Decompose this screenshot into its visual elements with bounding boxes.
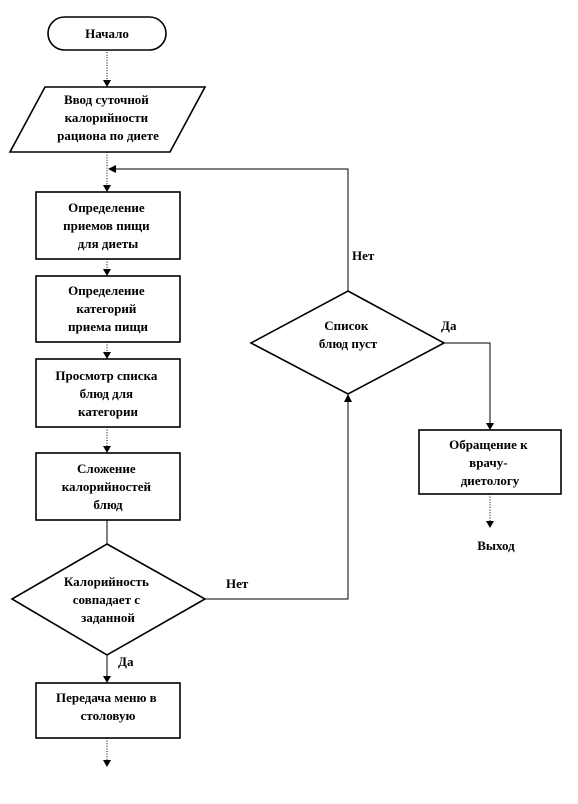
node-consult-line-2: врачу- <box>469 455 507 470</box>
node-input-line-1: Ввод суточной <box>64 92 149 107</box>
svg-text:Калорийность совпадает с: Калорийность совпадает с заданной <box>64 574 152 625</box>
edge-label-calories-no: Нет <box>226 576 249 591</box>
svg-text:Определение приемов пищи: Определение приемов пищи для диеты <box>63 200 153 251</box>
io-parallelogram-shape <box>8 86 207 153</box>
node-browse-line-1: Просмотр списка <box>55 368 157 383</box>
process-shape <box>35 275 181 343</box>
edge-label-empty-no: Нет <box>352 248 375 263</box>
terminator-shape <box>47 16 167 51</box>
svg-text:Просмотр списка блюд для: Просмотр списка блюд для категории <box>55 368 160 419</box>
process-shape <box>35 452 181 521</box>
node-meals: Определение приемов пищи для диеты <box>35 191 181 260</box>
arrowhead <box>344 394 352 402</box>
node-input: Ввод суточной калорийности рациона по ди… <box>8 86 207 153</box>
edge-empty-loop <box>113 168 349 291</box>
edge-empty-consult <box>444 342 491 427</box>
node-browse-line-3: категории <box>78 404 138 419</box>
node-categories-line-1: Определение <box>68 283 145 298</box>
connectors <box>103 52 494 767</box>
decision-diamond-shape <box>10 543 207 656</box>
node-consult-line-1: Обращение к <box>449 437 528 452</box>
node-browse: Просмотр списка блюд для категории <box>35 358 181 428</box>
arrowhead <box>103 352 111 359</box>
node-meals-line-3: для диеты <box>78 236 139 251</box>
node-sum-line-1: Сложение <box>77 461 136 476</box>
node-categories: Определение категорий приема пищи <box>35 275 181 343</box>
node-meals-line-1: Определение <box>68 200 145 215</box>
node-categories-line-2: категорий <box>76 301 136 316</box>
node-exit-line-1: Выход <box>477 538 515 553</box>
edge-label-calories-yes: Да <box>118 654 134 669</box>
arrowhead <box>103 676 111 683</box>
node-meals-line-2: приемов пищи <box>63 218 150 233</box>
node-check-calories: Калорийность совпадает с заданной <box>10 543 207 656</box>
node-input-line-3: рациона по диете <box>57 128 159 143</box>
node-categories-line-3: приема пищи <box>68 319 148 334</box>
svg-text:Ввод суточной калорийнос: Ввод суточной калорийности рациона по ди… <box>57 92 159 143</box>
node-start: Начало <box>47 16 167 51</box>
node-check-empty-line-1: Список <box>324 318 369 333</box>
node-consult-line-3: диетологу <box>461 473 520 488</box>
node-input-line-2: калорийности <box>65 110 149 125</box>
arrowhead <box>486 423 494 430</box>
decision-diamond-shape <box>249 290 446 395</box>
arrowhead <box>103 446 111 453</box>
node-check-calories-line-1: Калорийность <box>64 574 149 589</box>
node-sum-line-2: калорийностей <box>62 479 152 494</box>
arrowhead <box>108 165 116 173</box>
node-check-calories-line-3: заданной <box>81 610 135 625</box>
node-start-line-1: Начало <box>85 26 129 41</box>
svg-text:Обращение к врачу-: Обращение к врачу- диетологу <box>449 437 531 488</box>
edge-check-empty <box>205 400 349 600</box>
process-shape <box>418 429 562 495</box>
process-shape <box>35 191 181 260</box>
node-check-empty-line-2: блюд пуст <box>319 336 378 351</box>
node-sum: Сложение калорийностей блюд <box>35 452 181 521</box>
node-sum-line-3: блюд <box>93 497 123 512</box>
svg-text:Начало: Начало <box>85 26 129 41</box>
arrowhead <box>486 521 494 528</box>
arrowhead <box>103 185 111 192</box>
svg-text:Список блюд пуст: Список блюд пуст <box>319 318 378 351</box>
svg-text:Передача меню в столовую: Передача меню в столовую <box>56 690 160 723</box>
arrowhead <box>103 760 111 767</box>
node-browse-line-2: блюд для <box>80 386 133 401</box>
edge-labels: Нет Да Нет Да <box>118 248 457 669</box>
process-shape <box>35 358 181 428</box>
arrowhead <box>103 269 111 276</box>
process-shape <box>35 682 181 739</box>
svg-text:Определение категорий: Определение категорий приема пищи <box>68 283 148 334</box>
node-check-calories-line-2: совпадает с <box>73 592 140 607</box>
edge-label-empty-yes: Да <box>441 318 457 333</box>
node-consult: Обращение к врачу- диетологу <box>418 429 562 495</box>
svg-text:Сложение калорийностей: Сложение калорийностей блюд <box>62 461 155 512</box>
svg-text:Выход: Выход <box>477 538 515 553</box>
arrowhead <box>103 80 111 87</box>
node-exit: Выход <box>477 538 515 553</box>
node-send-menu-line-2: столовую <box>81 708 136 723</box>
node-check-empty: Список блюд пуст <box>249 290 446 395</box>
node-send-menu: Передача меню в столовую <box>35 682 181 739</box>
node-send-menu-line-1: Передача меню в <box>56 690 157 705</box>
